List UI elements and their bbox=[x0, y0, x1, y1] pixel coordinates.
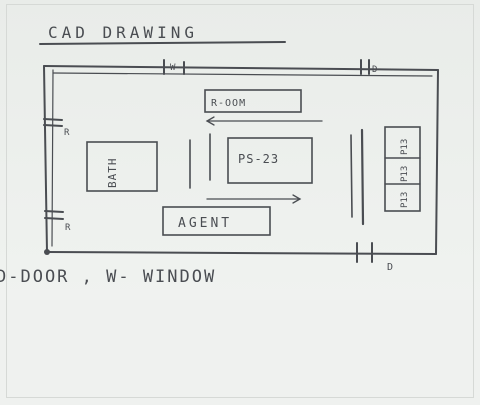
r-upper-tick-b bbox=[43, 124, 63, 127]
wall-left-inner bbox=[51, 69, 54, 247]
legend-text: D-DOOR , W- WINDOW bbox=[0, 267, 216, 287]
room-top-box bbox=[204, 89, 302, 113]
room-right-upper-label: P13 bbox=[400, 139, 410, 155]
arrow-upper-head bbox=[205, 116, 215, 126]
wall-left bbox=[43, 65, 48, 253]
partition-right-a bbox=[350, 134, 353, 218]
door-bottom-mark: D bbox=[387, 262, 393, 273]
window-top-mark: W bbox=[170, 63, 176, 73]
arrow-lower-head bbox=[292, 194, 302, 204]
wall-top-inner bbox=[52, 72, 433, 77]
r-lower-tick-b bbox=[44, 217, 64, 220]
r-lower-mark: R bbox=[65, 223, 71, 233]
r-upper-tick-a bbox=[43, 118, 63, 121]
room-center-label: PS-23 bbox=[238, 152, 279, 166]
room-right-lower-label: P13 bbox=[400, 192, 410, 208]
paper-lower-area bbox=[0, 300, 480, 405]
room-center-box bbox=[227, 137, 313, 184]
room-bath-label: BATH bbox=[106, 158, 119, 189]
room-agent-box bbox=[162, 206, 271, 236]
wall-right bbox=[435, 69, 439, 255]
room-agent-label: AGENT bbox=[178, 216, 232, 231]
room-top-label: R-OOM bbox=[211, 98, 246, 109]
door-top-mark: D bbox=[372, 65, 377, 75]
room-bath-box bbox=[86, 141, 158, 192]
wall-bottom bbox=[46, 251, 437, 255]
photo-frame bbox=[6, 4, 474, 398]
partition-right-b bbox=[360, 128, 365, 226]
room-right-middle-label: P13 bbox=[400, 166, 410, 182]
title-text: CAD DRAWING bbox=[48, 23, 198, 42]
wall-top bbox=[43, 65, 439, 71]
r-upper-mark: R bbox=[64, 128, 70, 138]
r-lower-tick-a bbox=[44, 210, 64, 213]
corner-dot bbox=[44, 249, 50, 255]
title-underline bbox=[39, 41, 286, 45]
room-right-stack bbox=[384, 126, 421, 212]
